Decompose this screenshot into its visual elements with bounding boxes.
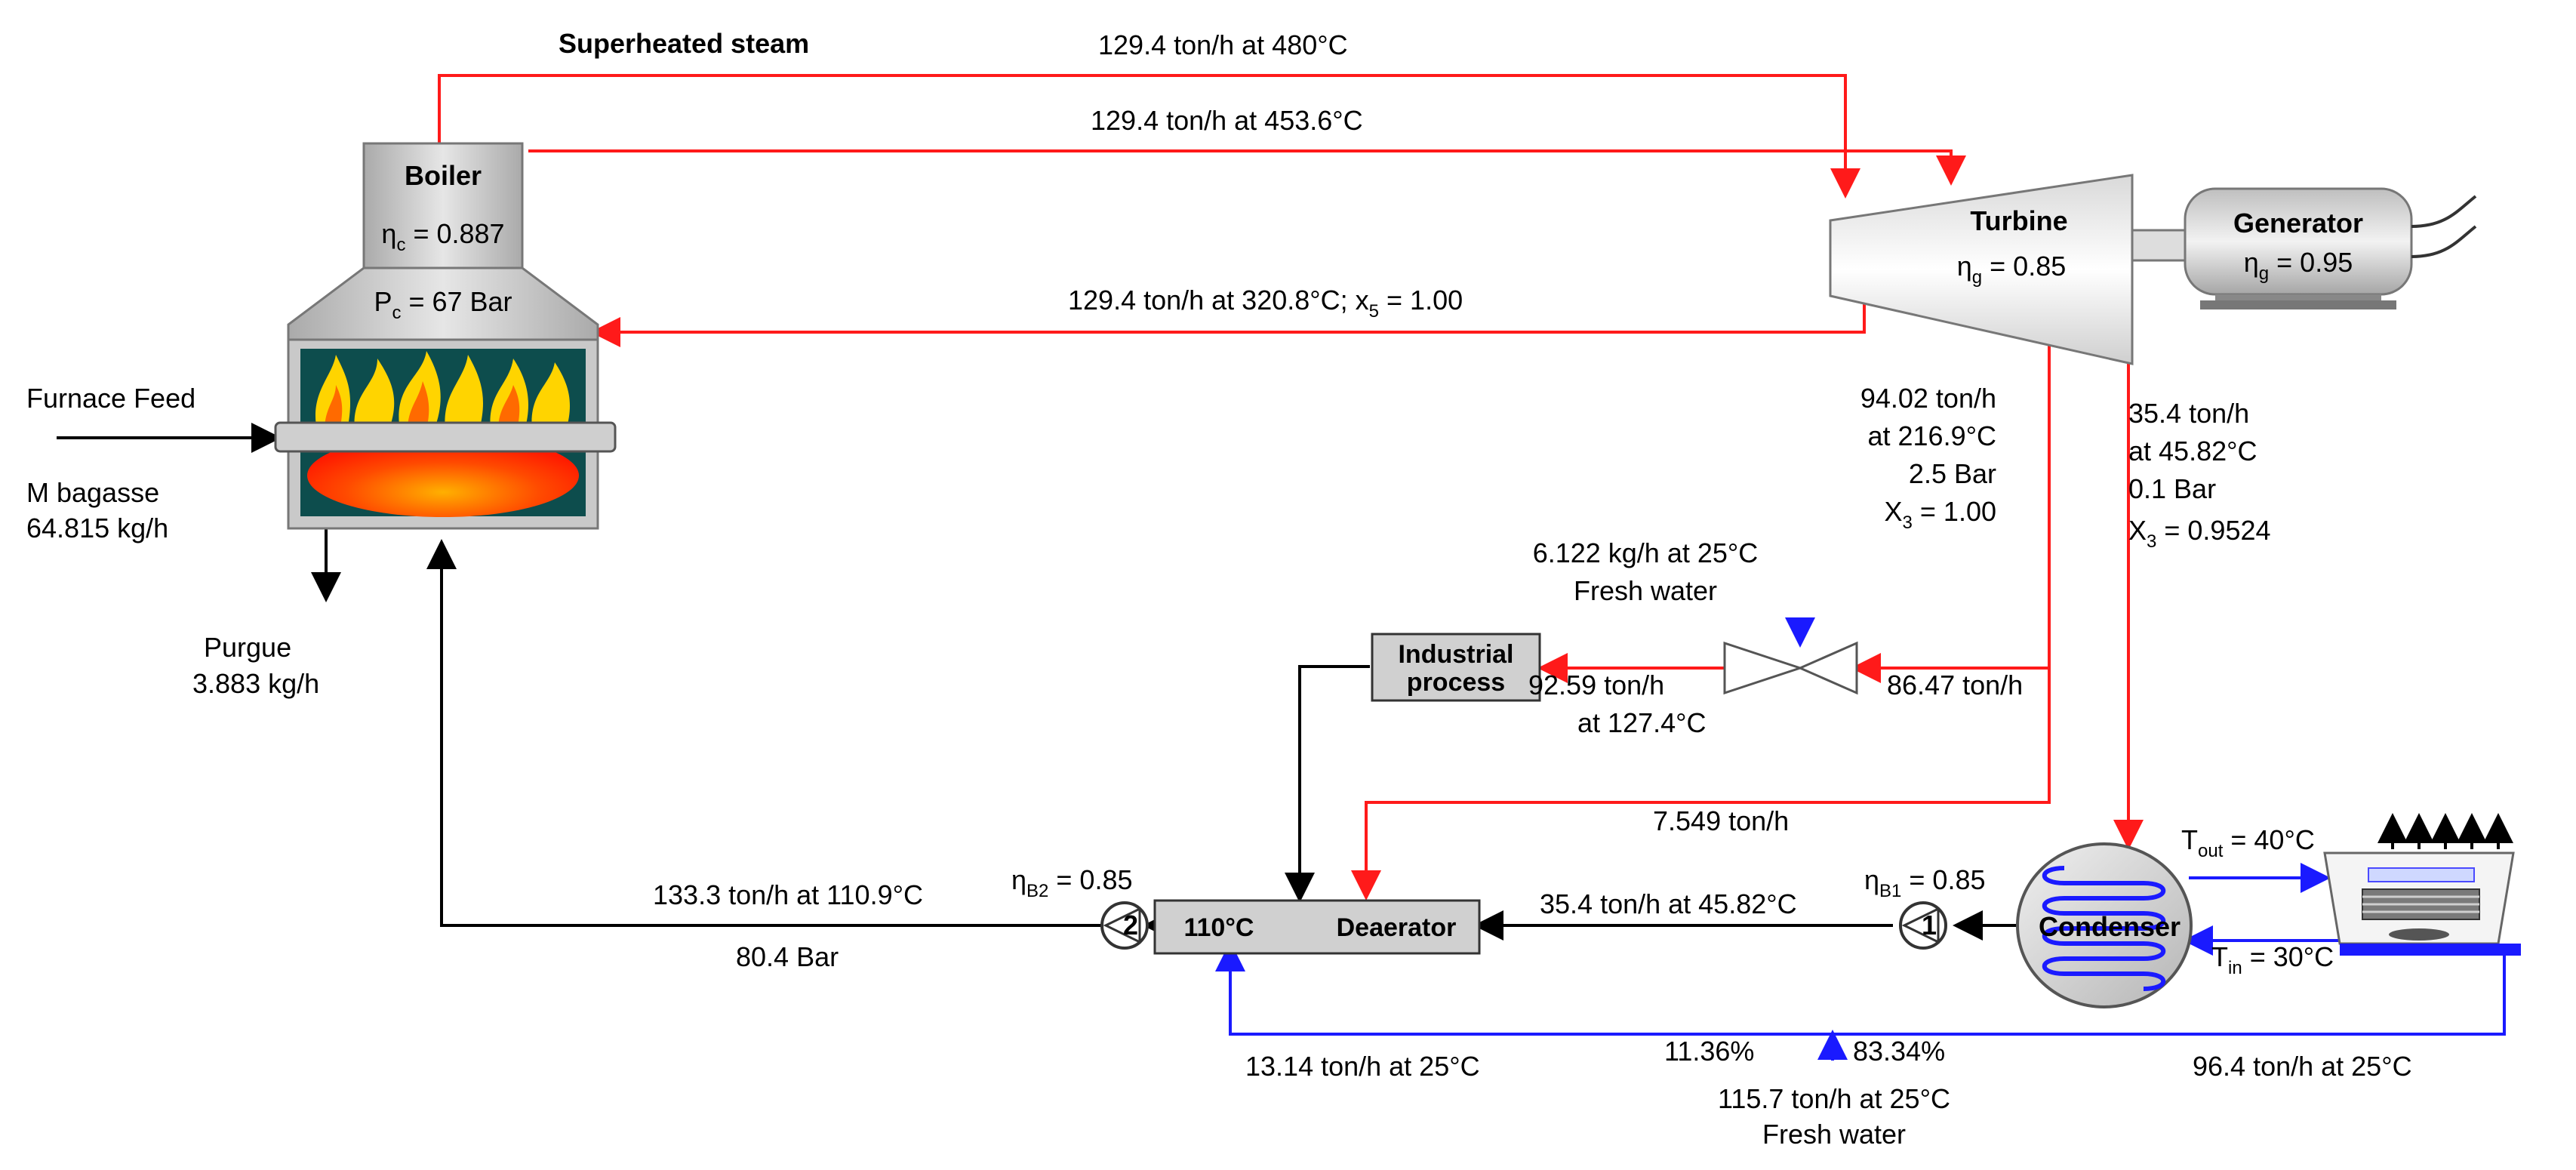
industrial-return-line (1285, 665, 1370, 903)
condenser-flow-3: 0.1 Bar (2128, 473, 2216, 504)
generator-efficiency: ηg = 0.95 (2244, 247, 2353, 284)
process-lines (57, 423, 2019, 941)
burner-pipe (274, 421, 617, 453)
pump1-efficiency: ηB1 = 0.85 (1864, 864, 1985, 901)
flow-labels: Superheated steam 129.4 ton/h at 480°C 1… (26, 28, 2412, 1150)
steam-453-line (528, 149, 1966, 186)
condenser-flow-1: 35.4 ton/h (2128, 398, 2249, 429)
extraction-flow-3: 2.5 Bar (1909, 458, 1996, 489)
return-320-label: 129.4 ton/h at 320.8°C; x5 = 1.00 (1068, 285, 1463, 322)
deaerator-temp: 110°C (1183, 913, 1254, 942)
turbine: Turbine ηg = 0.85 (1829, 174, 2187, 365)
extraction-flow-2: at 216.9°C (1867, 420, 1996, 451)
fresh-bottom-flow: 115.7 ton/h at 25°C (1718, 1083, 1950, 1114)
condensate-flow-label: 35.4 ton/h at 45.82°C (1540, 888, 1797, 919)
pump-2: 2 (1100, 901, 1149, 950)
purgue-label: Purgue (204, 632, 291, 663)
condenser-name: Condenser (2039, 911, 2181, 942)
extraction-to-deaerator-line (1351, 668, 2051, 901)
pump-icon (1100, 901, 1149, 950)
t-in-label: Tin = 30°C (2211, 941, 2334, 978)
pump2-efficiency: ηB2 = 0.85 (1011, 864, 1132, 901)
pump1-number: 1 (1922, 910, 1937, 941)
boiler-stack (362, 142, 524, 269)
boiler-efficiency: ηc = 0.887 (381, 218, 504, 255)
generator-icon (2184, 187, 2413, 296)
generator-name: Generator (2233, 208, 2363, 239)
boiler-name: Boiler (405, 160, 482, 191)
extraction-flow-4: X3 = 1.00 (1885, 496, 1996, 533)
m-bagasse-label: M bagasse (26, 477, 159, 508)
tower-flow-label: 96.4 ton/h at 25°C (2193, 1051, 2412, 1082)
pct-8334-label: 83.34% (1853, 1036, 1945, 1067)
fan-icon (2389, 928, 2449, 941)
pct-1136-label: 11.36% (1664, 1036, 1754, 1067)
steam-453-label: 129.4 ton/h at 453.6°C (1091, 105, 1363, 136)
return-steam-line (590, 296, 1866, 347)
steam-480-label: 129.4 ton/h at 480°C (1098, 29, 1348, 60)
flames-icon (315, 351, 570, 430)
extraction-flow-1: 94.02 ton/h (1860, 383, 1996, 414)
feedwater-pressure-label: 80.4 Bar (736, 941, 839, 972)
generator: Generator ηg = 0.95 (2184, 187, 2477, 309)
flow-8647-label: 86.47 ton/h (1887, 670, 2023, 700)
condenser-flow-2: at 45.82°C (2128, 436, 2257, 466)
t-out-label: Tout = 40°C (2181, 824, 2315, 861)
condenser-coil (2042, 866, 2166, 991)
industrial-label-2: process (1407, 668, 1505, 697)
generator-wires-icon (2411, 195, 2477, 258)
boiler: Boiler ηc = 0.887 Pc = 67 Bar (274, 142, 617, 530)
superheated-steam-label: Superheated steam (559, 28, 809, 59)
turbine-name: Turbine (1970, 205, 2067, 236)
flow-9259-label: 92.59 ton/h (1528, 670, 1664, 700)
boiler-pressure: Pc = 67 Bar (374, 286, 512, 323)
deaerator-name: Deaerator (1337, 913, 1457, 942)
purgue-value: 3.883 kg/h (192, 668, 319, 699)
valve-icon (1723, 641, 1858, 695)
makeup-water-line (1215, 941, 2506, 1036)
cooling-tower (2323, 813, 2521, 956)
makeup-flow-label: 13.14 ton/h at 25°C (1245, 1051, 1480, 1082)
turbine-shaft (2131, 229, 2187, 262)
feedwater-line (426, 539, 1102, 927)
flow-7549-label: 7.549 ton/h (1653, 805, 1789, 836)
fresh-bottom-label: Fresh water (1762, 1119, 1906, 1150)
condenser-flow-4: X3 = 0.9524 (2128, 515, 2271, 552)
fresh-top-label: Fresh water (1574, 575, 1717, 606)
turbine-efficiency: ηg = 0.85 (1957, 251, 2066, 288)
furnace-feed-label: Furnace Feed (26, 383, 195, 414)
industrial-label-1: Industrial (1398, 640, 1513, 669)
deaerator: 110°C Deaerator (1153, 899, 1481, 955)
furnace-embers (307, 434, 579, 517)
pump2-number: 2 (1123, 910, 1138, 941)
flow-9259-temp: at 127.4°C (1577, 707, 1707, 738)
fresh-top-flow: 6.122 kg/h at 25°C (1533, 537, 1759, 568)
turbine-icon (1829, 174, 2134, 365)
pump-1: 1 (1899, 901, 1947, 950)
pump-icon (1899, 901, 1947, 950)
feedwater-flow-label: 133.3 ton/h at 110.9°C (653, 879, 923, 910)
vapor-arrows-icon (2377, 813, 2513, 849)
m-bagasse-value: 64.815 kg/h (26, 513, 168, 543)
superheated-steam-line (438, 74, 1860, 199)
condenser: Condenser (2016, 842, 2193, 1008)
industrial-process: Industrial process (1371, 633, 1541, 702)
steam-lines (438, 74, 2144, 901)
